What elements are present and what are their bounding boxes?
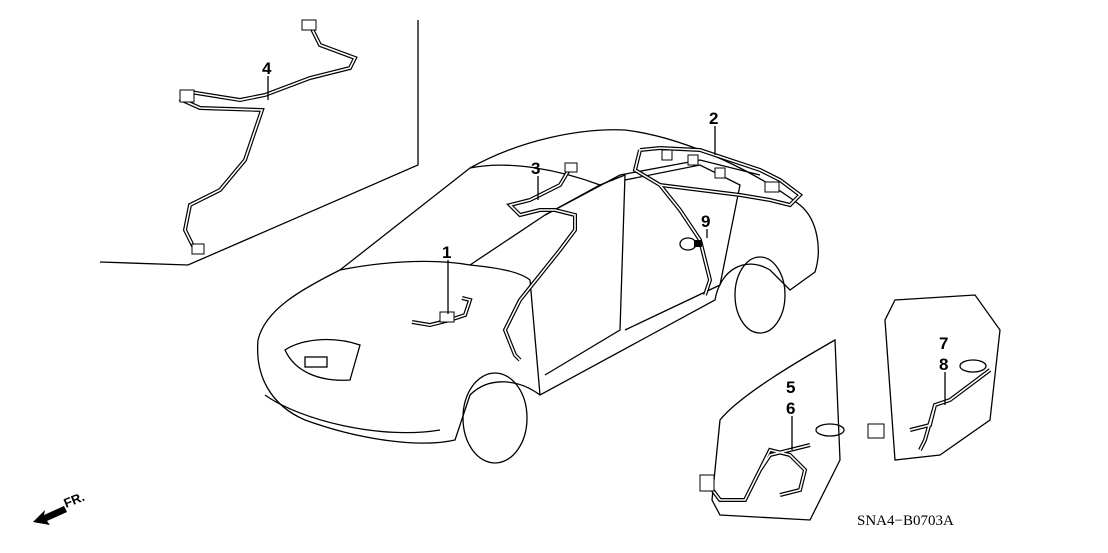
label-part-5: 5 bbox=[786, 378, 795, 397]
label-part-8: 8 bbox=[939, 355, 948, 374]
rear-door bbox=[884, 294, 1001, 461]
label-part-2: 2 bbox=[709, 109, 718, 128]
harness-7-8[interactable] bbox=[867, 368, 992, 451]
inset-panel bbox=[99, 20, 419, 266]
harness-5-6[interactable] bbox=[699, 443, 811, 502]
harness-2[interactable] bbox=[632, 145, 804, 296]
front-door bbox=[711, 338, 845, 521]
harness-1[interactable] bbox=[411, 296, 473, 328]
label-part-6: 6 bbox=[786, 399, 795, 418]
front-direction-label: FR. bbox=[62, 489, 87, 511]
harness-3[interactable] bbox=[502, 162, 578, 362]
diagram-code: SNA4−B0703A bbox=[857, 513, 954, 529]
part-9-grommet[interactable] bbox=[679, 237, 702, 251]
car-body bbox=[256, 129, 819, 464]
label-part-1: 1 bbox=[442, 243, 451, 262]
label-part-3: 3 bbox=[531, 159, 540, 178]
label-part-9: 9 bbox=[701, 212, 710, 231]
harness-4[interactable] bbox=[178, 19, 358, 255]
label-part-4: 4 bbox=[262, 59, 272, 78]
front-direction-arrow-icon bbox=[33, 506, 67, 525]
label-part-7: 7 bbox=[939, 334, 948, 353]
